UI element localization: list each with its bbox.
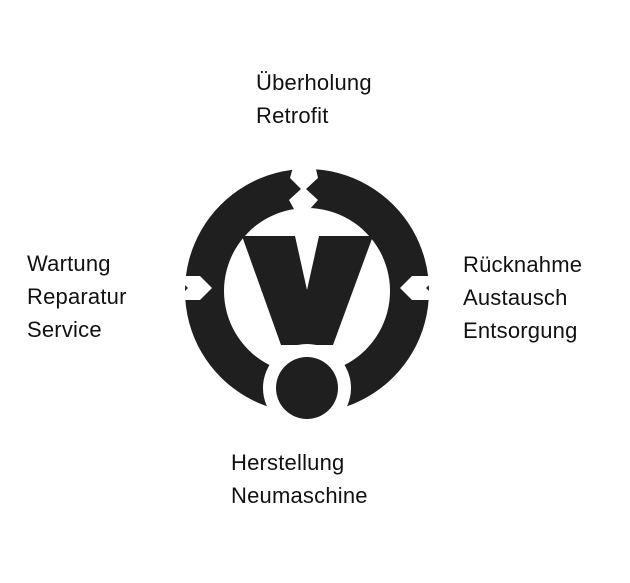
stage-maintenance-repair-service: Wartung Reparatur Service (27, 247, 127, 346)
stage-label: Wartung (27, 251, 111, 276)
stage-return-exchange-disposal: Rücknahme Austausch Entsorgung (463, 248, 582, 347)
stage-label: Rücknahme (463, 252, 583, 277)
v-mark (242, 236, 373, 345)
stage-overhaul-retrofit: Überholung Retrofit (256, 66, 372, 132)
stage-label: Retrofit (256, 103, 329, 128)
exclamation-dot (276, 357, 338, 419)
ring-gap-right (400, 276, 438, 300)
stage-label: Entsorgung (463, 318, 578, 343)
stage-label: Service (27, 317, 102, 342)
stage-label: Neumaschine (231, 483, 368, 508)
cycle-ring (184, 169, 429, 413)
stage-label: Herstellung (231, 450, 345, 475)
stage-label: Überholung (256, 70, 372, 95)
stage-label: Austausch (463, 285, 568, 310)
stage-production-new-machine: Herstellung Neumaschine (231, 446, 368, 512)
ring-gap-left (176, 276, 212, 300)
ring-gap-top (289, 160, 318, 220)
stage-label: Reparatur (27, 284, 127, 309)
